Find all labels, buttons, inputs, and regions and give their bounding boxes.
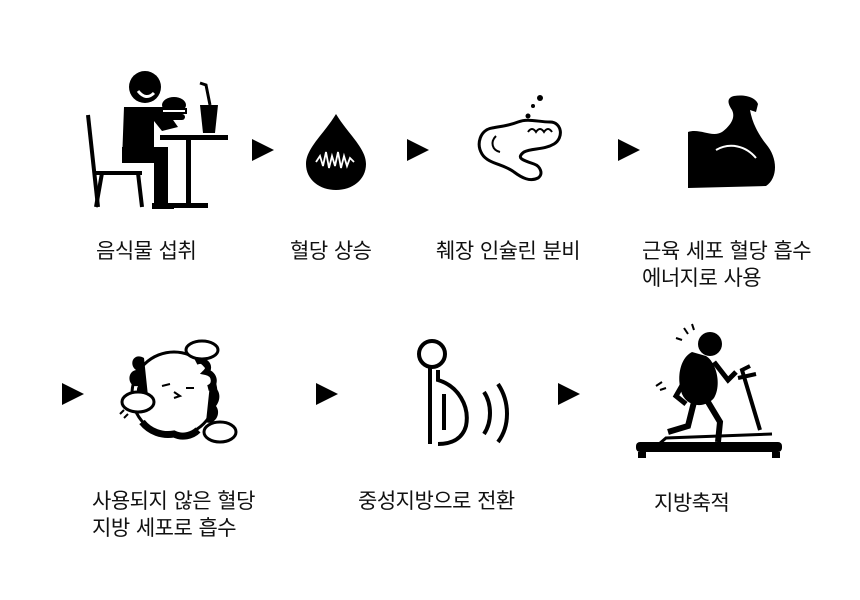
person-treadmill-icon bbox=[636, 323, 782, 458]
step-label-triglyceride-conversion: 중성지방으로 전환 bbox=[358, 489, 515, 513]
step-label-blood-sugar-rise: 혈당 상승 bbox=[290, 239, 372, 263]
arrow-right-icon bbox=[407, 139, 429, 161]
arrow-right-icon bbox=[62, 383, 84, 405]
step-label-fat-cell-absorption: 사용되지 않은 혈당 지방 세포로 흡수 bbox=[92, 489, 255, 540]
arrow-right-icon bbox=[618, 139, 640, 161]
arrow-right-icon bbox=[316, 383, 338, 405]
step-label-fat-accumulation: 지방축적 bbox=[654, 491, 730, 515]
belly-fat-icon bbox=[417, 339, 509, 446]
arrow-right-icon bbox=[558, 383, 580, 405]
step-label-food-intake: 음식물 섭취 bbox=[96, 239, 197, 263]
step-label-muscle-absorption: 근육 세포 혈당 흡수 에너지로 사용 bbox=[642, 239, 812, 290]
step-label-insulin-secretion: 췌장 인슐린 분비 bbox=[436, 239, 581, 263]
blood-drop-icon bbox=[306, 114, 366, 190]
fat-cell-icon bbox=[119, 339, 238, 444]
arrow-right-icon bbox=[252, 139, 274, 161]
muscle-arm-icon bbox=[688, 95, 775, 188]
pancreas-icon bbox=[477, 95, 562, 182]
person-eating-icon bbox=[86, 71, 228, 209]
